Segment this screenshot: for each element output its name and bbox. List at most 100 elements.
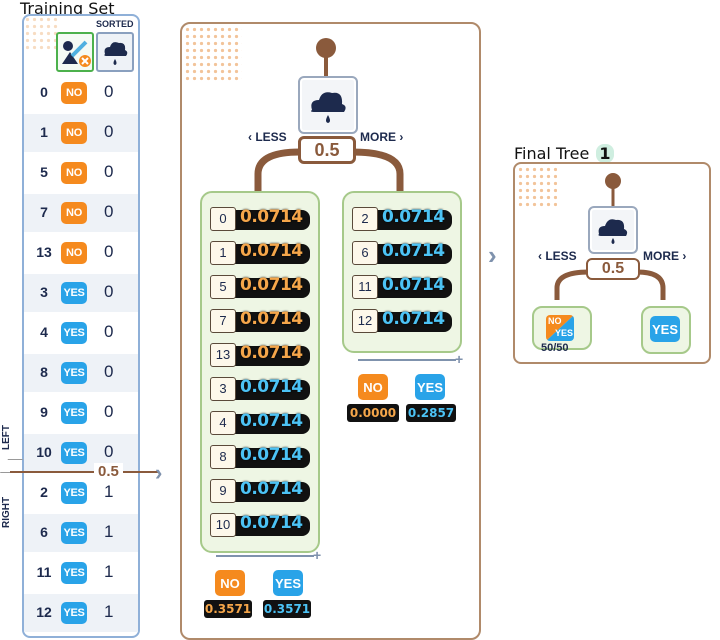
sample-weight: 0.0714 xyxy=(382,207,445,227)
feature-value: 0 xyxy=(104,242,114,261)
plus-icon: + xyxy=(313,547,322,563)
right-no-label: NO xyxy=(358,374,388,400)
sample-id: 4 xyxy=(210,411,236,435)
sample-id: 6 xyxy=(352,241,378,265)
feature-value: 1 xyxy=(104,602,114,621)
feature-value: 0 xyxy=(104,282,114,301)
sample-weight: 0.0714 xyxy=(240,275,303,295)
sorted-label: SORTED xyxy=(96,19,134,29)
right-leaf[interactable]: YES xyxy=(641,306,691,354)
weight-tag xyxy=(374,312,452,332)
sample-id: 5 xyxy=(210,275,236,299)
row-id: 7 xyxy=(40,204,48,220)
row-id: 3 xyxy=(40,284,48,300)
less-text: LESS xyxy=(545,249,577,263)
feature-value: 0 xyxy=(104,202,114,221)
sample-weight: 0.0714 xyxy=(240,411,303,431)
tree-branches xyxy=(254,38,404,192)
class-badge: NO xyxy=(61,122,87,144)
left-yes-label: YES xyxy=(273,570,303,596)
sample-id: 8 xyxy=(210,445,236,469)
feature-value: 0 xyxy=(104,362,114,381)
training-set-title: Training Set xyxy=(20,0,115,18)
final-threshold-box[interactable]: 0.5 xyxy=(586,258,640,280)
row-id: 6 xyxy=(40,524,48,540)
weight-tag xyxy=(232,346,310,366)
feature-value: 1 xyxy=(104,562,114,581)
feature-value: 1 xyxy=(104,482,114,501)
more-text: MORE xyxy=(360,130,396,144)
decorative-dots xyxy=(517,166,557,208)
sample-id: 11 xyxy=(352,275,378,299)
more-label: MORE › xyxy=(360,130,404,144)
weight-tag xyxy=(232,380,310,400)
weight-tag xyxy=(374,210,452,230)
leaf-yes-text: YES xyxy=(555,328,574,338)
final-tree-title: Final Tree 1 xyxy=(514,144,614,163)
sample-weight: 0.0714 xyxy=(240,445,303,465)
sample-id: 2 xyxy=(352,207,378,231)
less-label: ‹ LESS xyxy=(248,130,287,144)
feature-value: 1 xyxy=(104,522,114,541)
sample-id: 0 xyxy=(210,207,236,231)
final-tree-count: 1 xyxy=(596,144,614,163)
right-yes-label: YES xyxy=(415,374,445,400)
row-id: 2 xyxy=(40,484,48,500)
rain-cloud-node-icon[interactable] xyxy=(588,206,638,254)
left-no-weight: 0.3571 xyxy=(204,600,252,618)
threshold-box[interactable]: 0.5 xyxy=(298,136,356,164)
final-tree-branches xyxy=(554,173,666,300)
class-badge: NO xyxy=(61,162,87,184)
feature-selector-icon[interactable] xyxy=(56,32,94,72)
rain-cloud-icon[interactable] xyxy=(96,32,134,72)
sample-id: 9 xyxy=(210,479,236,503)
weight-tag xyxy=(374,244,452,264)
weight-tag xyxy=(232,448,310,468)
less-label: ‹ LESS xyxy=(538,249,577,263)
left-leaf[interactable]: NO YES xyxy=(532,306,592,350)
feature-value: 0 xyxy=(104,162,114,181)
class-badge: NO xyxy=(61,242,87,264)
sample-weight: 0.0714 xyxy=(240,513,303,533)
sample-id: 12 xyxy=(352,309,378,333)
row-id: 4 xyxy=(40,324,48,340)
class-badge: YES xyxy=(61,322,87,344)
weight-tag xyxy=(232,482,310,502)
leaf-no-text: NO xyxy=(548,316,562,326)
right-leaf-badge: YES xyxy=(650,316,680,342)
sum-line xyxy=(358,359,456,361)
rain-cloud-node-icon[interactable] xyxy=(298,76,358,134)
class-badge: YES xyxy=(61,562,87,584)
more-label: MORE › xyxy=(643,249,687,263)
plus-icon: + xyxy=(455,351,464,367)
